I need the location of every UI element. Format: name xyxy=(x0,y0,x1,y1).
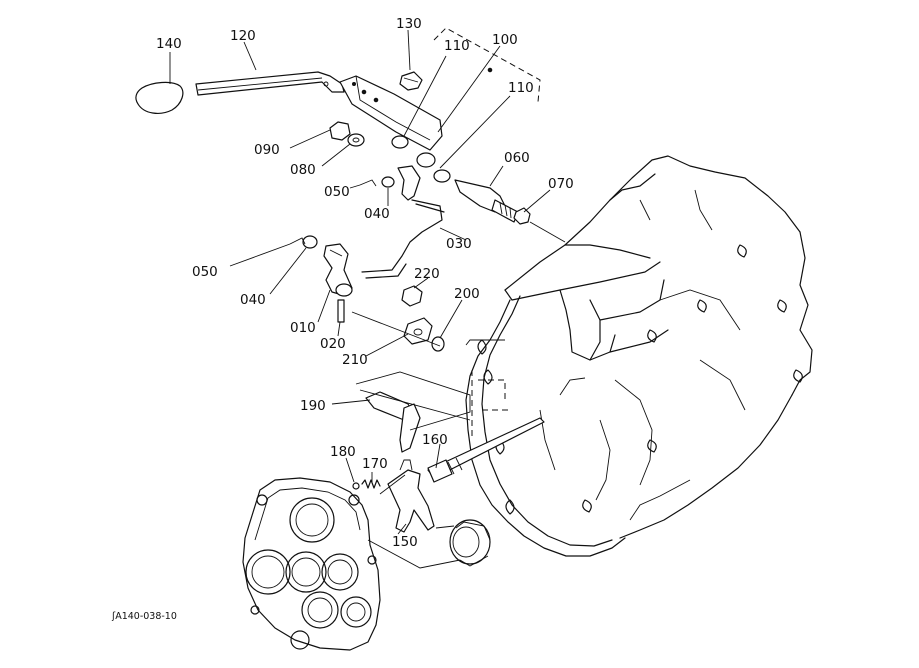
link xyxy=(403,317,433,345)
label-220: 220 xyxy=(414,266,440,282)
label-180: 180 xyxy=(330,444,356,460)
assembly-bracket xyxy=(433,27,541,103)
connecting-rod xyxy=(361,199,443,273)
label-120: 120 xyxy=(230,28,256,44)
knob xyxy=(135,81,184,114)
label-070: 070 xyxy=(548,176,574,192)
label-140: 140 xyxy=(156,36,182,52)
shift-fork xyxy=(387,459,435,533)
label-050-lower: 050 xyxy=(192,264,218,280)
label-130: 130 xyxy=(396,16,422,32)
upper-arm xyxy=(381,165,421,201)
detent-spring xyxy=(361,479,381,489)
drawing-code: ʃA140-038-10 xyxy=(111,611,177,622)
label-050-upper: 050 xyxy=(324,184,350,200)
plug-bolt xyxy=(401,285,423,307)
shift-shaft xyxy=(365,391,421,453)
label-010: 010 xyxy=(290,320,316,336)
label-110-lower: 110 xyxy=(508,80,534,96)
label-040-lower: 040 xyxy=(240,292,266,308)
label-060: 060 xyxy=(504,150,530,166)
label-160: 160 xyxy=(422,432,448,448)
lock-nut xyxy=(513,207,531,225)
label-080: 080 xyxy=(290,162,316,178)
label-040-upper: 040 xyxy=(364,206,390,222)
cotter-pin-lower xyxy=(289,237,306,245)
label-200: 200 xyxy=(454,286,480,302)
shift-rod xyxy=(427,417,545,483)
shift-lever xyxy=(195,71,345,96)
spring-pin xyxy=(337,299,345,323)
bushing xyxy=(433,169,451,183)
label-020: 020 xyxy=(320,336,346,352)
o-ring xyxy=(431,336,445,352)
bolt xyxy=(399,71,423,91)
leader-lines xyxy=(169,29,551,535)
washer xyxy=(347,133,365,147)
shift-collar xyxy=(449,519,491,567)
label-100: 100 xyxy=(492,32,518,48)
nut xyxy=(329,121,351,141)
transmission-case xyxy=(465,155,813,557)
part-labels: 140 120 130 100 110 110 090 080 060 070 … xyxy=(111,16,574,622)
label-190: 190 xyxy=(300,398,326,414)
label-170: 170 xyxy=(362,456,388,472)
shift-arm xyxy=(302,235,353,297)
label-090: 090 xyxy=(254,142,280,158)
bearing-plate xyxy=(242,477,381,651)
label-030: 030 xyxy=(446,236,472,252)
label-210: 210 xyxy=(342,352,368,368)
bushing xyxy=(416,152,436,168)
detent-ball xyxy=(352,482,360,490)
pivot-shaft xyxy=(454,179,519,223)
bushing xyxy=(391,135,409,149)
label-150: 150 xyxy=(392,534,418,550)
cotter-pin xyxy=(359,179,377,187)
label-110-upper: 110 xyxy=(444,38,470,54)
lever-bracket xyxy=(339,75,443,151)
